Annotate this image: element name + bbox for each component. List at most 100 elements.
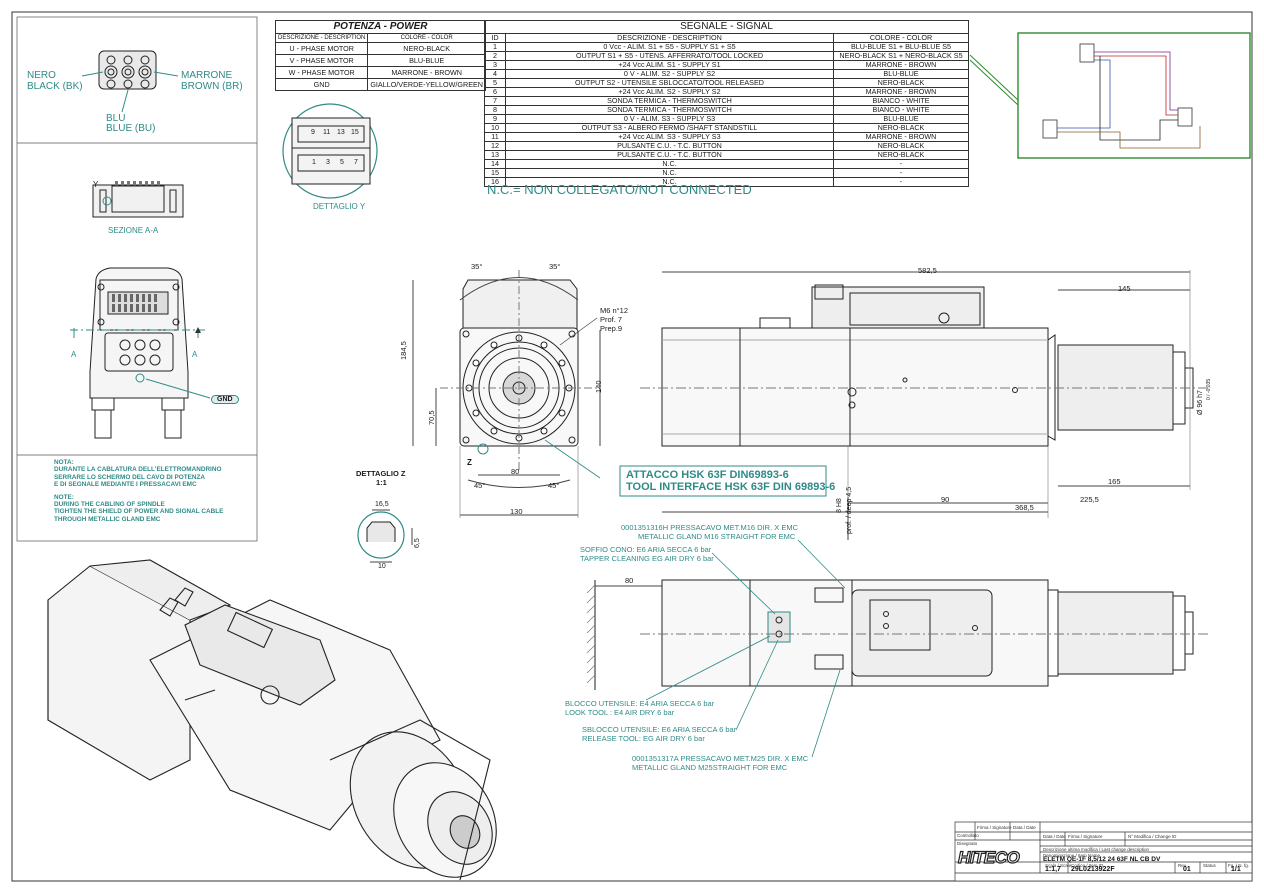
dim-582-5: 582,5 [918, 266, 937, 275]
dim-35-left: 35° [471, 262, 483, 271]
power-connector [81, 50, 179, 113]
dim-45-right: 45° [548, 481, 560, 490]
left-panel-frame [16, 16, 258, 542]
dim-145: 145 [1118, 284, 1131, 293]
power-table: POTENZA - POWER DESCRIZIONE - DESCRIPTIO… [274, 20, 486, 91]
callout-blocco-en: LOOK TOOL : E4 AIR DRY 6 bar [565, 708, 675, 717]
pin-number: 3 [326, 159, 330, 166]
tb-scala: 1:1,7 [1045, 866, 1061, 873]
detail-z [357, 509, 413, 563]
pin-number: 1 [312, 159, 316, 166]
tb-status-label: Status [1203, 863, 1216, 868]
detail-y [282, 103, 378, 199]
pin-number: 7 [354, 159, 358, 166]
pin-number: 5 [340, 159, 344, 166]
tb-modifica: N° Modifica / Change ID [1128, 834, 1177, 839]
callout-sblocco-en: RELEASE TOOL: EG AIR DRY 6 bar [582, 734, 705, 743]
tb-rev: 01 [1183, 866, 1191, 873]
callout-soffio-it: SOFFIO CONO: E6 ARIA SECCA 6 bar [580, 545, 712, 554]
label-m6: M6 n°12 [600, 306, 629, 315]
tb-codice-label: Codice / Item ID [1071, 863, 1104, 868]
tb-codice: 29L0213922F [1071, 866, 1115, 873]
callout-m16-it: 0001351316H PRESSACAVO MET.M16 DIR. X EM… [621, 523, 799, 532]
dim-184-5: 184,5 [399, 341, 408, 360]
callout-blocco-it: BLOCCO UTENSILE: E4 ARIA SECCA 6 bar [565, 699, 715, 708]
tb-rev-label: Rev. [1178, 863, 1187, 868]
hsk-label-box [619, 465, 827, 497]
note-it: NOTA: DURANTE LA CABLATURA DELL'ELETTROM… [54, 459, 224, 523]
title-block [954, 821, 1253, 882]
dim-80-bottom: 80 [625, 576, 634, 585]
label-prof: Prof. 7 [600, 315, 623, 324]
dim-10: 10 [378, 563, 386, 570]
tb-disegnato: Disegnato [957, 841, 978, 846]
callout-m16-en: METALLIC GLAND M16 STRAIGHT FOR EMC [638, 532, 796, 541]
power-col-desc: DESCRIZIONE - DESCRIPTION [274, 33, 369, 43]
label-dettaglio-y: DETTAGLIO Y [313, 202, 366, 211]
label-y: Y [93, 180, 99, 189]
power-col-color: COLORE - COLOR [367, 33, 486, 43]
tb-fg-label: Fg. / N. fg. [1228, 863, 1250, 868]
tb-firma2: Firma / Signature [1068, 834, 1103, 839]
label-marrone: MARRONE [181, 70, 233, 81]
label-dettaglio-z: DETTAGLIO Z [356, 469, 406, 478]
label-prep: Prep.9 [600, 324, 623, 333]
tb-denominazione: Denominazione / Item Name [1043, 853, 1101, 858]
tb-scala-label: Scala / Scale [1045, 863, 1072, 868]
label-deep: prof. / deep 4,5 [846, 486, 853, 534]
tb-data2: Data / Date [1043, 834, 1066, 839]
label-a-left: A [71, 350, 77, 359]
dim-140: 140 [594, 380, 603, 393]
label-blue: BLUE (BU) [106, 123, 156, 134]
label-scale-z: 1:1 [376, 478, 387, 487]
tb-name: ELETM QE-1F 8,5/12 24 63F NL CB DV [1043, 856, 1161, 863]
power-table-title: POTENZA - POWER [275, 20, 486, 34]
spindle-side-view [640, 270, 1210, 540]
label-nero: NERO [27, 70, 56, 81]
tb-data: Data / Date [1013, 825, 1036, 830]
label-hsk-en: TOOL INTERFACE HSK 63F DIN 69893-6 [626, 481, 836, 493]
label-black: BLACK (BK) [27, 81, 83, 92]
spindle-isometric-view [47, 559, 497, 881]
tb-firma: Firma / Signature [977, 825, 1012, 830]
label-8h8: 8 H8 [836, 498, 843, 513]
callout-sblocco-it: SBLOCCO UTENSILE: E6 ARIA SECCA 6 bar [582, 725, 737, 734]
connector-housing [70, 267, 211, 439]
dim-16-5: 16,5 [375, 501, 389, 508]
hiteco-logo: HITECO [957, 847, 1020, 867]
wiring-detail [969, 32, 1251, 159]
pin-number: 11 [323, 129, 331, 136]
spindle-bottom-view [586, 539, 1210, 758]
dim-225-5: 225,5 [1080, 495, 1099, 504]
label-brown: BROWN (BR) [181, 81, 243, 92]
tb-controllato: Controllato [957, 833, 979, 838]
label-hsk-it: ATTACCO HSK 63F DIN69893-6 [626, 469, 789, 481]
callout-m25-it: 0001351317A PRESSACAVO MET.M25 DIR. X EM… [632, 754, 809, 763]
pin-number: 13 [337, 129, 345, 136]
dim-70-5: 70,5 [427, 410, 436, 425]
signal-cell-color: - [833, 177, 969, 187]
dim-165: 165 [1108, 477, 1121, 486]
tb-ultima: Descrizione ultima modifica / Last chang… [1043, 847, 1150, 852]
label-z: Z [467, 458, 472, 467]
sheet-frame [11, 11, 1253, 882]
tb-fg: 1/1 [1231, 866, 1241, 873]
dim-80: 80 [511, 467, 520, 476]
dim-368-5: 368,5 [1015, 503, 1034, 512]
label-a-right: A [192, 350, 198, 359]
signal-table-title: SEGNALE - SIGNAL [484, 20, 969, 34]
label-blu: BLU [106, 113, 126, 124]
section-aa [92, 181, 184, 218]
dim-6-5: 6,5 [414, 538, 421, 548]
label-sezione: SEZIONE A-A [108, 226, 159, 235]
